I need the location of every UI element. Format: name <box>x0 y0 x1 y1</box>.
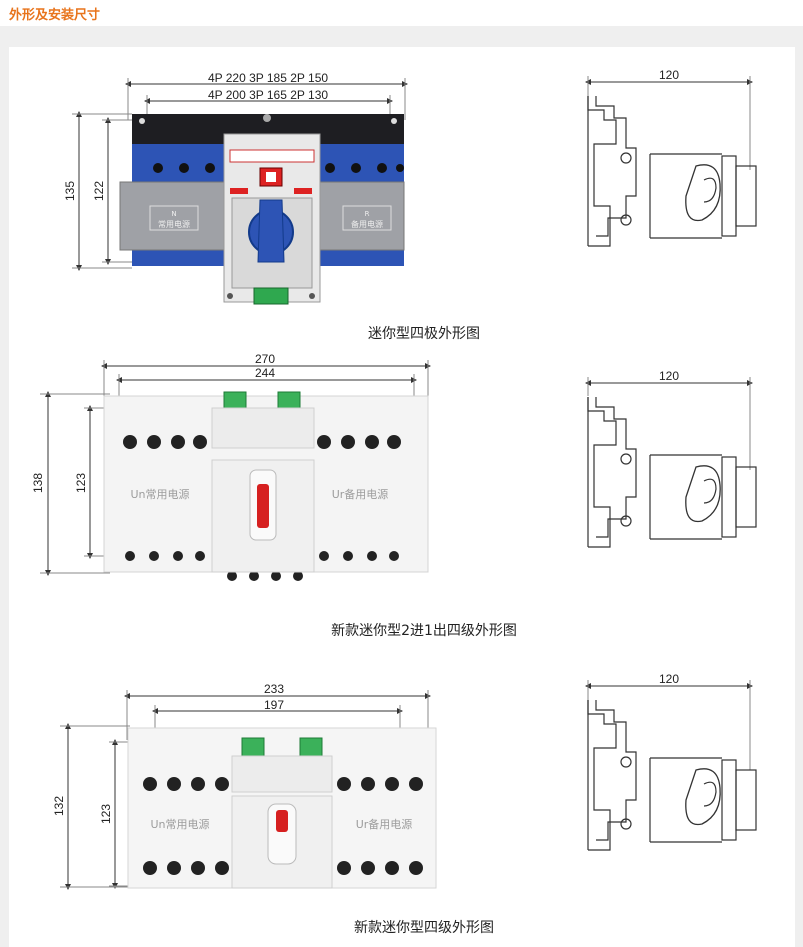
right-letter: R <box>365 210 370 218</box>
caption-3: 新款迷你型四级外形图 <box>354 920 494 935</box>
width-bottom-label: 4P 200 3P 165 2P 130 <box>208 88 328 102</box>
width-bottom-label: 244 <box>255 366 275 380</box>
height-outer-label: 138 <box>31 473 45 493</box>
width-top-label: 233 <box>264 682 284 696</box>
width-top-label: 270 <box>255 352 275 366</box>
depth-label: 120 <box>659 369 679 383</box>
left-cover <box>119 181 225 251</box>
depth-label: 120 <box>659 672 679 686</box>
left-letter: N <box>171 210 176 218</box>
side-view-3: 120 <box>585 672 757 851</box>
diagram-3: 233 197 132 123 Un常用电源 Ur备用电源 <box>52 672 757 935</box>
height-inner-label: 123 <box>99 804 113 824</box>
front-view-2: 270 244 138 123 Un常用电源 Ur备用电源 <box>31 352 431 581</box>
height-inner-label: 122 <box>92 181 106 201</box>
section-header: 外形及安装尺寸 <box>0 0 803 26</box>
right-panel-label: Ur备用电源 <box>356 817 413 831</box>
width-top-label: 4P 220 3P 185 2P 150 <box>208 71 328 85</box>
side-view-1: 120 <box>585 68 757 247</box>
right-panel-label: 备用电源 <box>351 219 383 229</box>
left-panel-label: Un常用电源 <box>150 817 209 831</box>
right-panel-label: Ur备用电源 <box>332 487 389 501</box>
switch-handle <box>267 803 297 865</box>
left-panel-label: Un常用电源 <box>130 487 189 501</box>
diagram-2: 270 244 138 123 Un常用电源 Ur备用电源 <box>31 352 757 639</box>
caption-2: 新款迷你型2进1出四级外形图 <box>331 623 517 639</box>
depth-label: 120 <box>659 68 679 82</box>
width-bottom-label: 197 <box>264 698 284 712</box>
section-title: 外形及安装尺寸 <box>9 7 101 22</box>
height-outer-label: 135 <box>63 181 77 201</box>
caption-1: 迷你型四极外形图 <box>368 326 480 342</box>
diagram-1: 4P 220 3P 185 2P 150 4P 200 3P 165 2P 13… <box>63 68 757 342</box>
front-view-1: 4P 220 3P 185 2P 150 4P 200 3P 165 2P 13… <box>63 71 408 305</box>
left-panel-label: 常用电源 <box>158 219 190 229</box>
front-view-3: 233 197 132 123 Un常用电源 Ur备用电源 <box>52 682 437 890</box>
side-view-2: 120 <box>585 369 757 548</box>
height-inner-label: 123 <box>74 473 88 493</box>
height-outer-label: 132 <box>52 796 66 816</box>
